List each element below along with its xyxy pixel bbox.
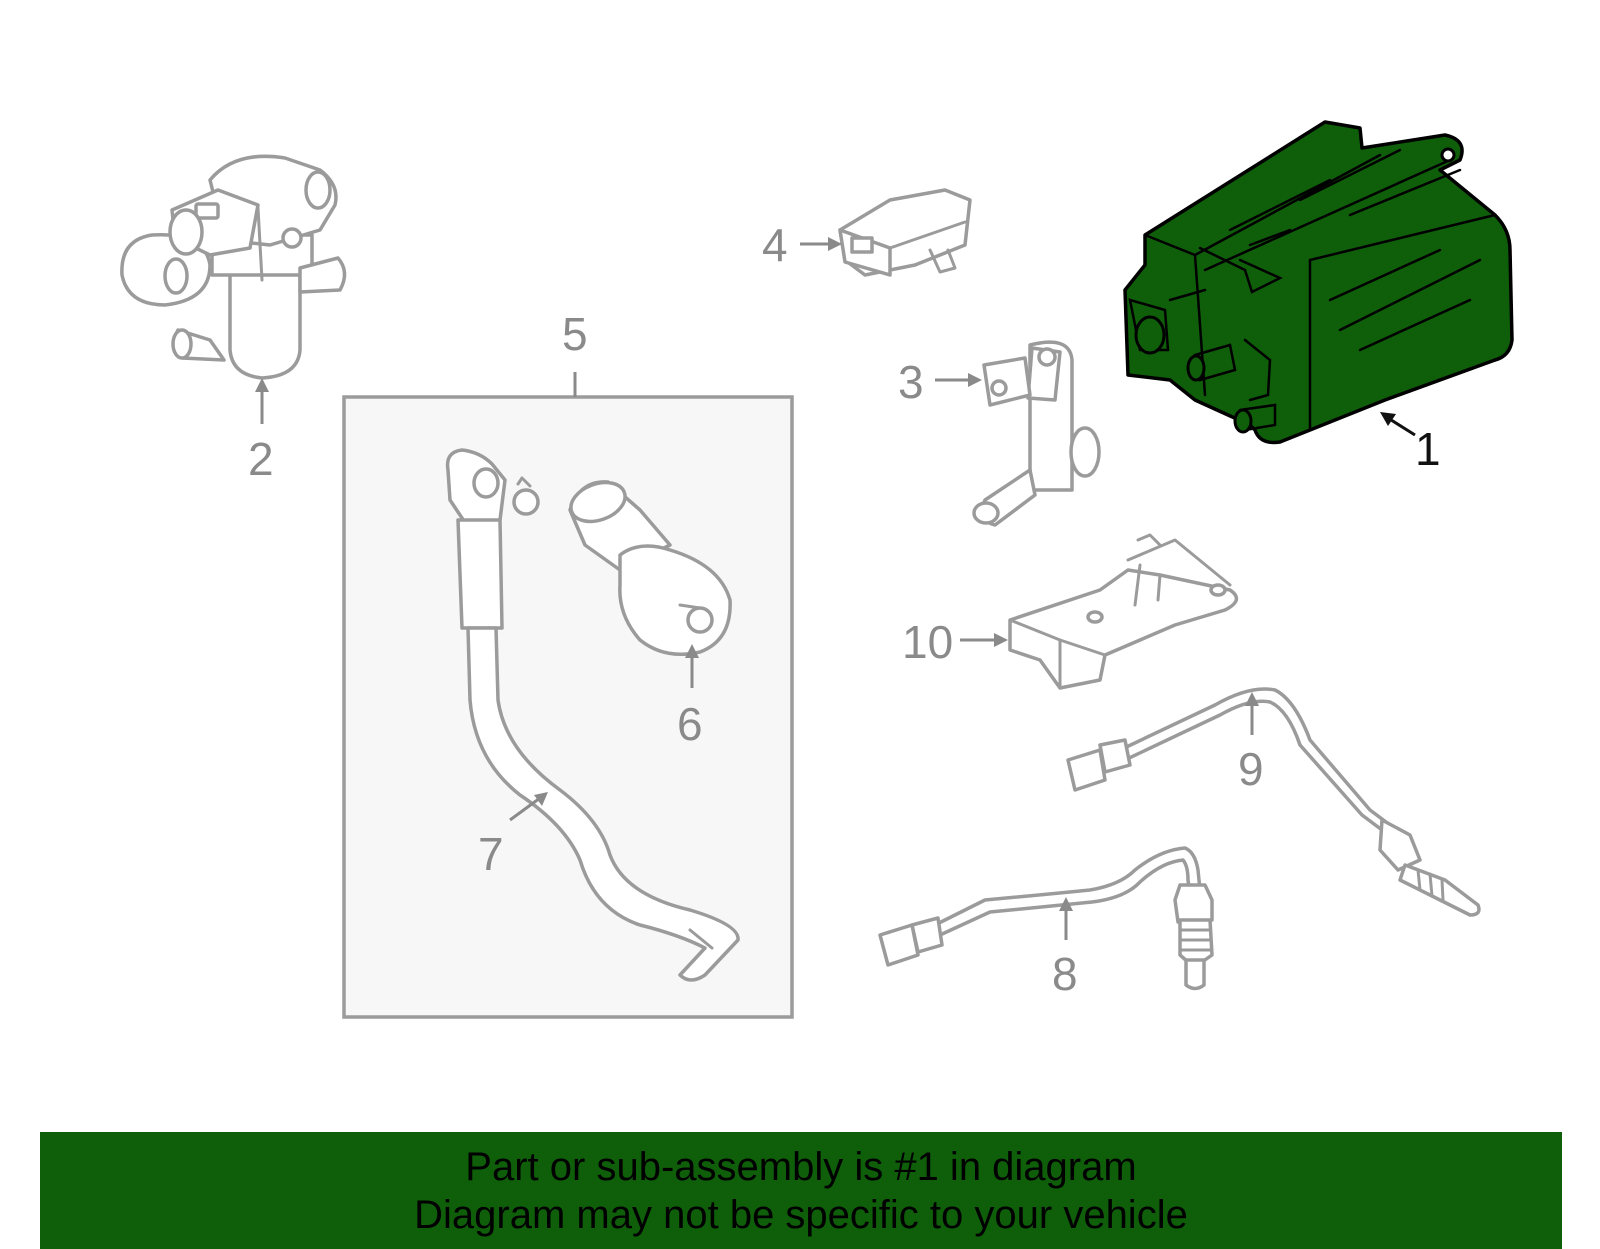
part-2-purge-valve <box>120 154 347 380</box>
part-6-valve <box>568 480 732 656</box>
arrowhead-6 <box>685 644 699 658</box>
part-5-assembly-box <box>342 395 794 1019</box>
part-8-oxygen-sensor <box>878 846 1214 991</box>
callout-3: 3 <box>898 356 924 408</box>
part-1-evap-canister <box>1123 120 1514 445</box>
arrowhead-3 <box>968 373 982 387</box>
part-10-bracket <box>1008 533 1239 690</box>
callout-8: 8 <box>1052 948 1078 1000</box>
callout-9: 9 <box>1238 743 1264 795</box>
arrowhead-1 <box>1380 412 1396 426</box>
arrowhead-9 <box>1245 692 1259 706</box>
part-7-hose <box>445 448 740 982</box>
banner-line-2: Diagram may not be specific to your vehi… <box>414 1192 1188 1237</box>
arrowhead-10 <box>994 633 1008 647</box>
leader-1 <box>1387 416 1416 437</box>
banner-line-1: Part or sub-assembly is #1 in diagram <box>465 1144 1137 1189</box>
info-banner: Part or sub-assembly is #1 in diagram Di… <box>40 1132 1562 1249</box>
callout-4: 4 <box>762 219 788 271</box>
callout-7: 7 <box>478 828 504 880</box>
callout-1: 1 <box>1415 423 1441 475</box>
arrowhead-8 <box>1059 897 1073 911</box>
callout-6: 6 <box>677 698 703 750</box>
callout-10: 10 <box>902 616 953 668</box>
callout-2: 2 <box>248 433 274 485</box>
arrowhead-7 <box>534 792 548 806</box>
part-9-oxygen-sensor <box>1066 687 1481 917</box>
part-4-connector <box>838 188 972 277</box>
arrowhead-2 <box>255 378 269 392</box>
arrowhead-4 <box>828 237 842 251</box>
part-3-vent-valve <box>972 340 1101 527</box>
callout-5: 5 <box>562 308 588 360</box>
leader-7 <box>509 796 541 822</box>
